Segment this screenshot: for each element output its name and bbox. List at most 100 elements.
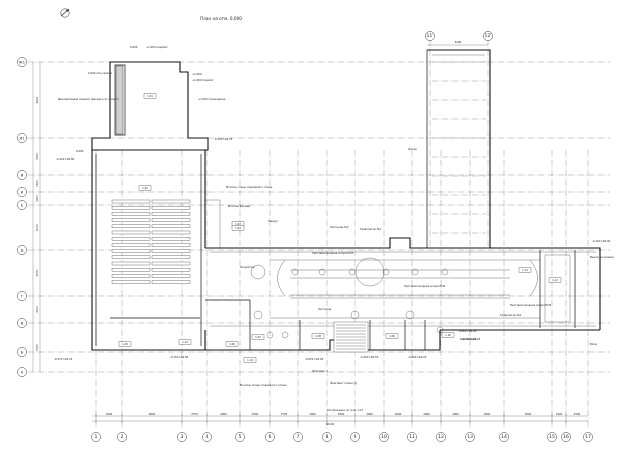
- axis-label: Е: [21, 203, 24, 207]
- dim-label: 1900: [556, 412, 563, 416]
- axis-bubble: [117, 432, 127, 442]
- axis-label: 2: [121, 434, 124, 440]
- note-level-m0100: -0,100 149,90: [592, 239, 611, 243]
- dim-label-left: 6900: [35, 96, 39, 103]
- note-lift: Лестница №3: [330, 225, 349, 229]
- axis-bubble: [293, 432, 303, 442]
- axis-bubble: [265, 432, 275, 442]
- room-tag: 1.02: [142, 186, 148, 190]
- note-level-m0150: -0,150 149,85: [170, 355, 189, 359]
- room-tag-box: [251, 334, 265, 340]
- axis-label: И: [21, 173, 24, 177]
- axis-bubble-top: [483, 31, 493, 41]
- axis-label: Д: [21, 248, 24, 252]
- note-level-m0060: -0,060 149,94: [458, 329, 477, 333]
- note-facade: Фасад: [408, 147, 417, 151]
- axis-label-top: 11': [426, 33, 433, 39]
- column: [355, 257, 385, 287]
- column: [348, 268, 356, 276]
- axis-label: 16: [563, 434, 569, 440]
- column: [382, 268, 390, 276]
- building-walls: [91, 49, 601, 351]
- seat-row: [151, 237, 191, 241]
- seat-row: [111, 255, 151, 259]
- axis-label: 5: [239, 434, 242, 440]
- dim-label: 3000: [452, 412, 459, 416]
- room-tag: 1.13: [182, 340, 188, 344]
- axis-bubble: [17, 347, 27, 357]
- note-parapet-b: +1,000 парапет: [192, 78, 214, 82]
- axis-label: 3: [181, 434, 184, 440]
- axis-label: 14: [501, 434, 507, 440]
- room-tag-box: [118, 341, 132, 347]
- seat-row: [151, 249, 191, 253]
- seat-row: [151, 261, 191, 266]
- column: [350, 310, 360, 320]
- note-roof: 0,000 отм.кровли: [88, 71, 112, 75]
- room-tag: 1.05: [122, 342, 128, 346]
- note-travelator: Траволатор №1: [360, 227, 381, 231]
- room-tag: 1.08: [315, 334, 321, 338]
- column: [436, 326, 444, 334]
- axis-label: 11: [409, 434, 415, 440]
- note-level-m0250: -0,250 149,75: [214, 137, 233, 141]
- seat-row: [111, 218, 151, 222]
- dim-label: 3000: [395, 412, 402, 416]
- top-span-label: 6100: [455, 40, 462, 44]
- note-fragment-plan: Фрагмент плана (1): [330, 381, 357, 385]
- seat-row: [111, 206, 151, 210]
- dim-label: 3000: [423, 412, 430, 416]
- room-tag-box: [385, 333, 399, 339]
- axis-bubble: [17, 187, 27, 197]
- room-tag: 1.14: [247, 358, 253, 362]
- top-axis-markers: 11'12': [425, 31, 493, 41]
- dim-label: 3500: [252, 412, 259, 416]
- note-ref-bottom: Монтаж опоры подземного этажа: [240, 383, 287, 387]
- seat-row: [151, 268, 191, 272]
- note-invert: Монтаж стены подземного этажа: [226, 185, 273, 189]
- seat-row: [111, 280, 151, 284]
- seat-row: [111, 237, 151, 241]
- axis-bubble: [583, 432, 593, 442]
- axis-label: 1: [95, 434, 98, 440]
- axis-label: 8: [326, 434, 329, 440]
- axis-bubble: [17, 245, 27, 255]
- seat-row: [111, 274, 151, 278]
- column: [411, 268, 419, 276]
- room-tag: 1.04: [235, 226, 241, 230]
- dim-label: 3600: [484, 412, 491, 416]
- column: [266, 331, 274, 339]
- column: [441, 268, 449, 276]
- room-tag: 1.07: [255, 335, 261, 339]
- axis-bubble: [499, 432, 509, 442]
- dim-label: 3000: [309, 412, 316, 416]
- dim-label: 2500: [574, 412, 581, 416]
- column: [253, 310, 263, 320]
- room-tag: 1.11: [522, 268, 528, 272]
- column: [250, 264, 266, 280]
- axis-label: 7: [297, 434, 300, 440]
- dim-label: 3900: [106, 412, 113, 416]
- column: [318, 268, 326, 276]
- escalator-curve: [277, 259, 286, 297]
- annotations: 0,000 +1,000 парапет +1,000 +1,000 парап…: [54, 45, 615, 387]
- seat-row: [111, 224, 151, 228]
- seat-row: [151, 255, 191, 259]
- axis-bubble: [177, 432, 187, 442]
- axis-bubble: [17, 200, 27, 210]
- vertical-grid-lines: [95, 40, 589, 430]
- axis-label: 17: [585, 434, 591, 440]
- dim-label: 5000: [525, 412, 532, 416]
- axis-bubble: [17, 57, 27, 67]
- compass-icon: [60, 8, 70, 18]
- seat-row: [151, 199, 191, 204]
- column-markers: [250, 257, 538, 339]
- room-tag: 1.03: [235, 222, 241, 226]
- axis-label: 12: [438, 434, 444, 440]
- seat-row: [151, 212, 191, 216]
- dim-label-left: 1600: [35, 180, 39, 187]
- dim-label: 6000: [149, 412, 156, 416]
